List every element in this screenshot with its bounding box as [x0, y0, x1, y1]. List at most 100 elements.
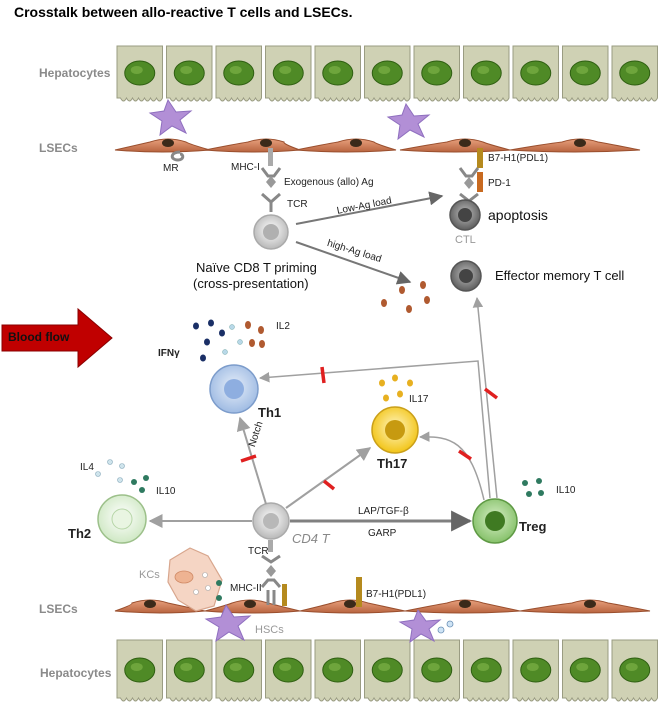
- hepatocyte-row-top: [116, 45, 658, 102]
- il10-left-dots: [131, 475, 149, 493]
- ifng-dots: [193, 319, 225, 362]
- hepatocyte-cell: [364, 639, 411, 702]
- lsecs-bottom-label: LSECs: [39, 602, 78, 616]
- naive-cd8-nucleus: [263, 224, 279, 240]
- hepatocyte-cell: [562, 45, 609, 102]
- lsec-cell: [114, 138, 211, 153]
- b7h1-bottom-bar: [356, 577, 362, 607]
- lsec-cell: [509, 138, 641, 153]
- blood-flow-label: Blood flow: [8, 330, 70, 344]
- effector-memory-nucleus: [459, 269, 473, 283]
- tcr-bottom-label: TCR: [248, 546, 269, 557]
- treg-label: Treg: [519, 519, 547, 534]
- hepatocyte-cell: [116, 45, 163, 102]
- il2-dots: [222, 321, 265, 355]
- blood-flow-arrow: [1, 307, 113, 369]
- th1-label: Th1: [258, 405, 282, 420]
- hepatocytes-top-label: Hepatocytes: [39, 66, 111, 80]
- high-ag-dots: [381, 281, 430, 313]
- cd4-label: CD4 T: [292, 531, 330, 546]
- ctl-nucleus: [458, 208, 472, 222]
- b7h1-bottom-label: B7-H1(PDL1): [366, 589, 427, 600]
- hepatocyte-cell: [463, 45, 510, 102]
- lsec-cell: [204, 138, 301, 153]
- star-shape: [148, 98, 193, 137]
- pd1-bar: [477, 172, 483, 192]
- mhc1-ctl-receptor: [458, 167, 480, 178]
- hscs-label: HSCs: [255, 624, 284, 636]
- lap-tgfb-label: LAP/TGF-β: [358, 506, 409, 517]
- th17-nucleus: [385, 420, 405, 440]
- hepatocyte-cell: [265, 45, 312, 102]
- hepatocyte-cell: [314, 639, 361, 702]
- tcr-receptor-bottom: [261, 554, 281, 564]
- th2-nucleus: [111, 508, 133, 530]
- il10-left-label: IL10: [156, 486, 176, 497]
- garp-label: GARP: [368, 528, 397, 539]
- kupffer-cell: [167, 547, 223, 612]
- arrow-treg-to-th1: [258, 360, 491, 499]
- treg-nucleus: [485, 511, 505, 531]
- mhc2-receptor: [260, 578, 282, 605]
- hepatocyte-cell: [512, 45, 559, 102]
- lsec-cell: [299, 599, 406, 614]
- naive-cd8-subtitle: (cross-presentation): [193, 276, 309, 291]
- b7h1-top-label: B7-H1(PDL1): [488, 153, 549, 164]
- hepatocyte-cell: [413, 639, 460, 702]
- lsec-row-top: [114, 138, 641, 153]
- hepatocyte-cell: [463, 639, 510, 702]
- mr-receptor: [170, 150, 185, 162]
- lsec-cell: [519, 599, 651, 614]
- lsec-row-bottom: [114, 599, 651, 614]
- hsc-star: [398, 608, 442, 644]
- arrow-cd4-to-th1: [236, 416, 267, 505]
- exogenous-ag-label: Exogenous (allo) Ag: [284, 177, 374, 188]
- hepatocyte-row-bottom: [116, 639, 658, 702]
- cd4-nucleus: [263, 513, 279, 529]
- ctl-label: CTL: [455, 234, 476, 246]
- hsc-dots: [437, 620, 454, 634]
- kcs-label: KCs: [139, 569, 160, 581]
- arrow-treg-to-effector: [472, 296, 498, 499]
- effector-memory-label: Effector memory T cell: [495, 268, 625, 283]
- lsec-cell: [295, 138, 397, 153]
- mhc1-label: MHC-I: [231, 162, 260, 173]
- low-ag-arrow: [295, 191, 444, 225]
- hepatocyte-cell: [562, 639, 609, 702]
- hepatocyte-cell: [611, 639, 658, 702]
- arrow-treg-to-th17: [418, 431, 485, 501]
- mhc2-label: MHC-II: [230, 583, 262, 594]
- th17-label: Th17: [377, 456, 408, 471]
- antigen-diamond: [266, 176, 276, 188]
- kupffer-nucleus: [174, 570, 194, 584]
- th2-label: Th2: [68, 526, 92, 541]
- il2-label: IL2: [276, 321, 290, 332]
- hepatocyte-cell: [265, 639, 312, 702]
- hepatocyte-cell: [364, 45, 411, 102]
- tcr-receptor-top: [261, 192, 281, 212]
- hepatocytes-bottom-label: Hepatocytes: [40, 666, 112, 680]
- hepatocyte-cell: [611, 45, 658, 102]
- mhc2-bar: [282, 584, 287, 606]
- figure-title: Crosstalk between allo-reactive T cells …: [14, 4, 353, 20]
- b7h1-top-bar: [477, 148, 483, 168]
- il17-dots: [379, 374, 413, 402]
- hepatocyte-cell: [512, 639, 559, 702]
- lsec-cell: [114, 599, 206, 614]
- mhc1-receptor: [268, 148, 273, 166]
- hepatocyte-cell: [215, 639, 262, 702]
- antigen-diamond-bottom: [266, 565, 276, 577]
- arrow-cd4-to-th17: [285, 447, 372, 509]
- lsec-cell: [399, 138, 511, 153]
- high-ag-arrow: [295, 241, 412, 285]
- ifng-label: IFNγ: [158, 348, 180, 359]
- ctl-antigen: [464, 177, 474, 189]
- th1-nucleus: [224, 379, 244, 399]
- hsc-star: [204, 603, 252, 643]
- il10-right-label: IL10: [556, 485, 576, 496]
- tcr-top-label: TCR: [287, 199, 308, 210]
- tcr-stalk-bottom: [268, 540, 273, 552]
- hepatocyte-cell: [215, 45, 262, 102]
- il4-dots: [95, 459, 125, 483]
